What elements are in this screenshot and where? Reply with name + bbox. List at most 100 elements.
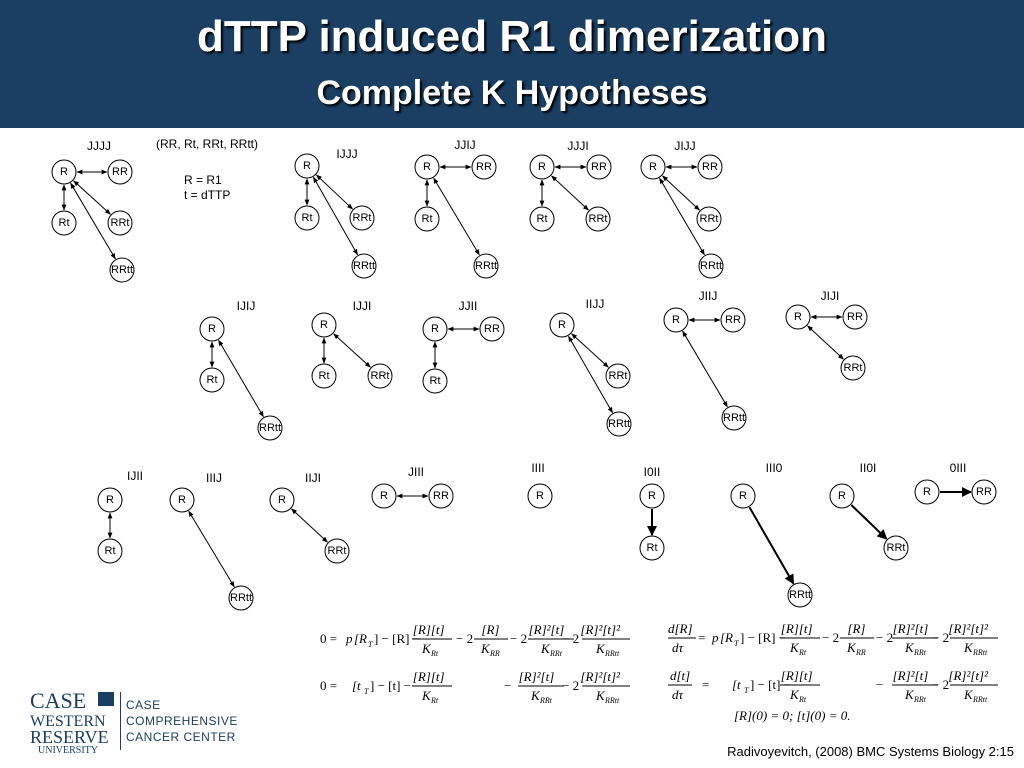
node-label: R — [838, 490, 846, 502]
node-r — [785, 304, 811, 330]
fraction-k-subscript: Rt — [798, 695, 807, 704]
node-label: RRtt — [259, 422, 281, 434]
node-rr — [107, 159, 133, 185]
node-label: RR — [976, 486, 992, 498]
eq-term: − 2 — [456, 631, 473, 646]
node-rrtt — [698, 253, 724, 279]
node-rrt — [349, 205, 375, 231]
fraction-numerator: [R]²[t] — [893, 621, 929, 636]
node-label: RRt — [371, 370, 390, 382]
node-rt — [97, 538, 123, 564]
fraction-k: K — [904, 640, 915, 655]
node-rrt — [367, 363, 393, 389]
eq-term: 0 = — [320, 631, 337, 646]
node-label: RRt — [353, 212, 372, 224]
eq-term: − 2 — [510, 631, 527, 646]
node-rrt — [107, 210, 133, 236]
edge-r-rrtt — [70, 182, 116, 260]
node-label: Rt — [430, 375, 441, 387]
fraction-k: K — [421, 641, 432, 656]
node-label: RRt — [111, 217, 130, 229]
node-label: RR — [725, 314, 741, 326]
node-rt — [422, 368, 448, 394]
logo-university: UNIVERSITY — [38, 745, 98, 754]
eq-term: T — [364, 687, 369, 696]
node-rt — [294, 205, 320, 231]
node-rrtt — [257, 415, 283, 441]
node-label: Rt — [105, 545, 116, 557]
eq-term: = — [702, 677, 709, 692]
node-label: R — [320, 319, 328, 331]
fraction-numerator: [R]²[t] — [893, 668, 929, 683]
eq-term: ] − [t] − — [750, 677, 791, 692]
eq-term: d[t] — [670, 668, 690, 683]
fraction-k-subscript: RRt — [549, 649, 563, 658]
edge-r-rrtt — [568, 335, 613, 414]
node-label: RRt — [887, 542, 906, 554]
node-label: RR — [484, 323, 500, 335]
eq-term: p — [711, 630, 719, 645]
node-label: RR — [476, 161, 492, 173]
node-rrt — [840, 355, 866, 381]
node-rrt — [696, 206, 722, 232]
fraction-numerator: [R]²[t]² — [948, 668, 989, 683]
node-rrtt — [787, 582, 813, 608]
hypothesis-label: JIII — [408, 465, 424, 479]
logo-case: CASE — [30, 688, 86, 713]
node-label: R — [208, 323, 216, 335]
eq-term: [R — [354, 631, 367, 646]
hypothesis-label: IIJJ — [586, 297, 605, 311]
node-label: RRt — [700, 213, 719, 225]
node-r — [829, 483, 855, 509]
fraction-numerator: [R]²[t]² — [948, 621, 989, 636]
eq-term: T — [734, 639, 739, 648]
case-western-reserve-logo: CASE WESTERN RESERVE UNIVERSITY — [30, 688, 114, 756]
node-r — [269, 487, 295, 513]
node-rr — [971, 479, 997, 505]
eq-term: − 2 — [932, 630, 949, 645]
node-label: RR — [847, 311, 863, 323]
eq-term: T — [744, 686, 749, 695]
fraction-k-subscript: Rt — [430, 649, 439, 658]
node-label: Rt — [422, 213, 433, 225]
node-rrtt — [109, 257, 135, 283]
fraction-k-subscript: RR — [855, 648, 866, 657]
node-label: R — [923, 486, 931, 498]
node-rrtt — [473, 253, 499, 279]
node-label: RRt — [844, 362, 863, 374]
node-rr — [471, 154, 497, 180]
eq-term: − — [876, 677, 883, 692]
eq-term: [t — [352, 678, 361, 693]
citation: Radivoyevitch, (2008) BMC Systems Biolog… — [727, 744, 1014, 759]
fraction-numerator: [R][t] — [413, 669, 445, 684]
node-rt — [639, 535, 665, 561]
eq-term: 0 = — [320, 678, 337, 693]
fraction-numerator: [R][t] — [781, 668, 813, 683]
node-r — [414, 154, 440, 180]
node-label: RRt — [589, 213, 608, 225]
node-rrt — [883, 535, 909, 561]
eq-term: − 2 — [932, 677, 949, 692]
edge-r-rrtt — [313, 176, 358, 256]
node-label: RRt — [609, 370, 628, 382]
hypothesis-label: III0 — [766, 461, 783, 475]
eq-term: p — [345, 631, 353, 646]
eq-term: = — [698, 630, 705, 645]
edge-r-rrtt — [659, 177, 705, 256]
node-rr — [479, 316, 505, 342]
node-label: R — [558, 319, 566, 331]
node-rrtt — [606, 411, 632, 437]
node-r — [640, 154, 666, 180]
fraction-numerator: [R][t] — [781, 621, 813, 636]
hypothesis-label: 0III — [950, 461, 967, 475]
node-label: Rt — [59, 217, 70, 229]
hypothesis-label: JJIJ — [454, 138, 475, 152]
fraction-numerator: [R][t] — [413, 622, 445, 637]
